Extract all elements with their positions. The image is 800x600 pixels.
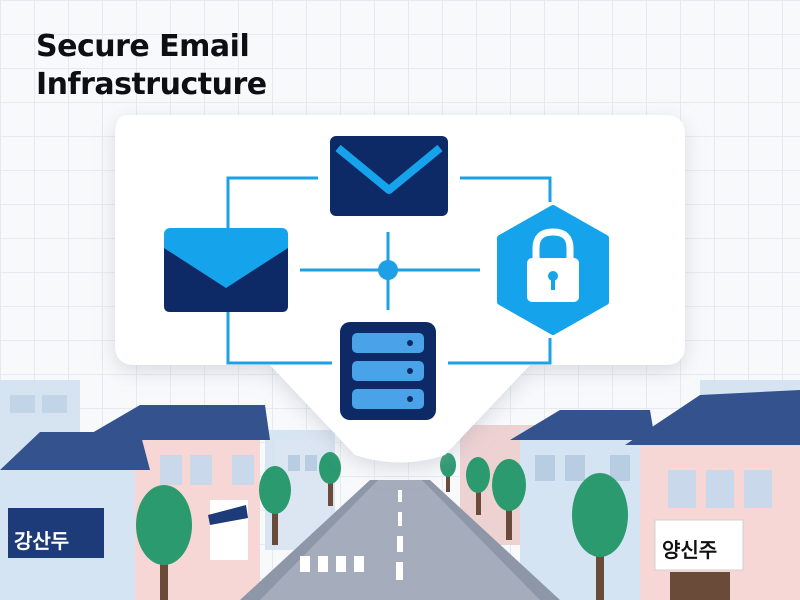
- server-icon: [340, 322, 436, 420]
- street-sign-right: 양신주: [662, 538, 718, 562]
- network-hub-icon: [378, 260, 398, 280]
- title-line-2: Infrastructure: [36, 67, 267, 102]
- email-envelope-icon: [330, 136, 448, 216]
- trees: [136, 452, 628, 600]
- email-envelope-icon: [164, 228, 288, 312]
- road: [240, 480, 560, 600]
- left-houses: [0, 405, 330, 600]
- right-houses: [510, 390, 800, 600]
- page-title: Secure Email Infrastructure: [36, 28, 267, 104]
- title-line-1: Secure Email: [36, 29, 250, 64]
- infrastructure-card: [115, 115, 685, 463]
- padlock-icon: [497, 205, 609, 335]
- street-sign-left: 강산두: [14, 529, 70, 553]
